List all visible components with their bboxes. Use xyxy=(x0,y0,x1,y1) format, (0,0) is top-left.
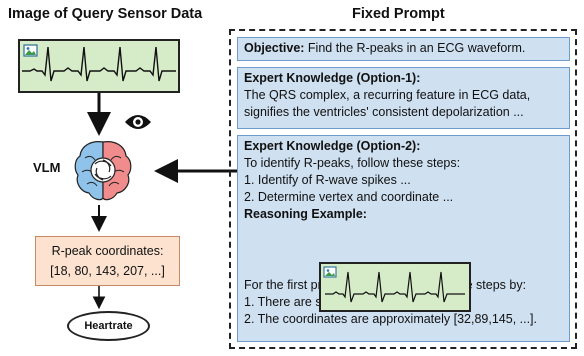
reasoning-ecg-image xyxy=(319,262,471,312)
fixed-prompt-frame xyxy=(229,29,577,349)
rpeak-coordinates-box: R-peak coordinates: [18, 80, 143, 207, .… xyxy=(35,236,180,286)
objective-panel: Objective: Find the R-peaks in an ECG wa… xyxy=(237,37,570,61)
right-title: Fixed Prompt xyxy=(352,6,445,22)
expert-knowledge-1-panel: Expert Knowledge (Option-1): The QRS com… xyxy=(237,67,570,129)
expert1-heading: Expert Knowledge (Option-1): xyxy=(244,71,421,85)
vlm-label: VLM xyxy=(33,160,61,175)
reasoning-heading: Reasoning Example: xyxy=(244,207,367,221)
brain-icon xyxy=(74,141,132,201)
expert2-line: 2. Determine vertex and coordinate ... xyxy=(244,190,454,204)
coords-line2: [18, 80, 143, 207, ...] xyxy=(50,264,165,278)
objective-text: Find the R-peaks in an ECG waveform. xyxy=(304,41,526,55)
ecg-waveform xyxy=(22,46,176,82)
coords-line1: R-peak coordinates: xyxy=(51,244,164,258)
objective-label: Objective: xyxy=(244,41,305,55)
image-icon xyxy=(323,266,337,278)
expert1-line: signifies the ventricles' consistent dep… xyxy=(244,105,524,119)
left-title: Image of Query Sensor Data xyxy=(8,6,203,22)
expert2-heading: Expert Knowledge (Option-2): xyxy=(244,139,421,153)
query-ecg-image xyxy=(18,39,180,93)
reasoning-line: 2. The coordinates are approximately [32… xyxy=(244,312,537,326)
eye-icon xyxy=(125,115,151,129)
ecg-waveform xyxy=(325,271,465,303)
image-icon xyxy=(23,44,38,57)
expert2-line: 1. Identify of R-wave spikes ... xyxy=(244,173,411,187)
expert2-line: To identify R-peaks, follow these steps: xyxy=(244,156,461,170)
heartrate-node: Heartrate xyxy=(67,311,150,341)
expert1-line: The QRS complex, a recurring feature in … xyxy=(244,88,531,102)
